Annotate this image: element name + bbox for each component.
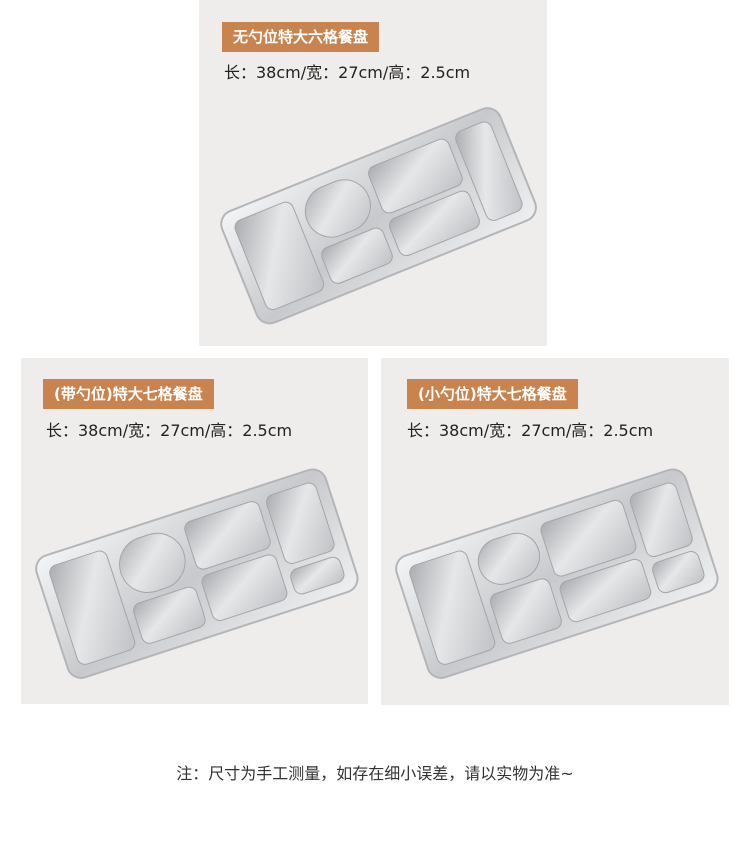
product-title-badge: (小勺位)特大七格餐盘 (407, 379, 578, 409)
measurement-note: 注：尺寸为手工测量，如存在细小误差，请以实物为准~ (176, 764, 574, 783)
seven-compartment-spoon-tray-image (35, 468, 359, 679)
product-card-seven-with-spoon: (带勺位)特大七格餐盘 长：38cm/宽：27cm/高：2.5cm (21, 358, 368, 704)
product-dimensions: 长：38cm/宽：27cm/高：2.5cm (407, 421, 654, 440)
product-card-six-compartment: 无勺位特大六格餐盘 长：38cm/宽：27cm/高：2.5cm (199, 0, 547, 346)
product-dimensions: 长：38cm/宽：27cm/高：2.5cm (224, 63, 471, 82)
product-title-badge: 无勺位特大六格餐盘 (222, 22, 380, 52)
product-card-seven-small-spoon: (小勺位)特大七格餐盘 长：38cm/宽：27cm/高：2.5cm (381, 358, 729, 705)
product-dimensions: 长：38cm/宽：27cm/高：2.5cm (46, 421, 293, 440)
seven-compartment-small-spoon-tray-image (395, 468, 719, 679)
product-title-badge: (带勺位)特大七格餐盘 (43, 379, 214, 409)
six-compartment-tray-image (220, 107, 537, 325)
